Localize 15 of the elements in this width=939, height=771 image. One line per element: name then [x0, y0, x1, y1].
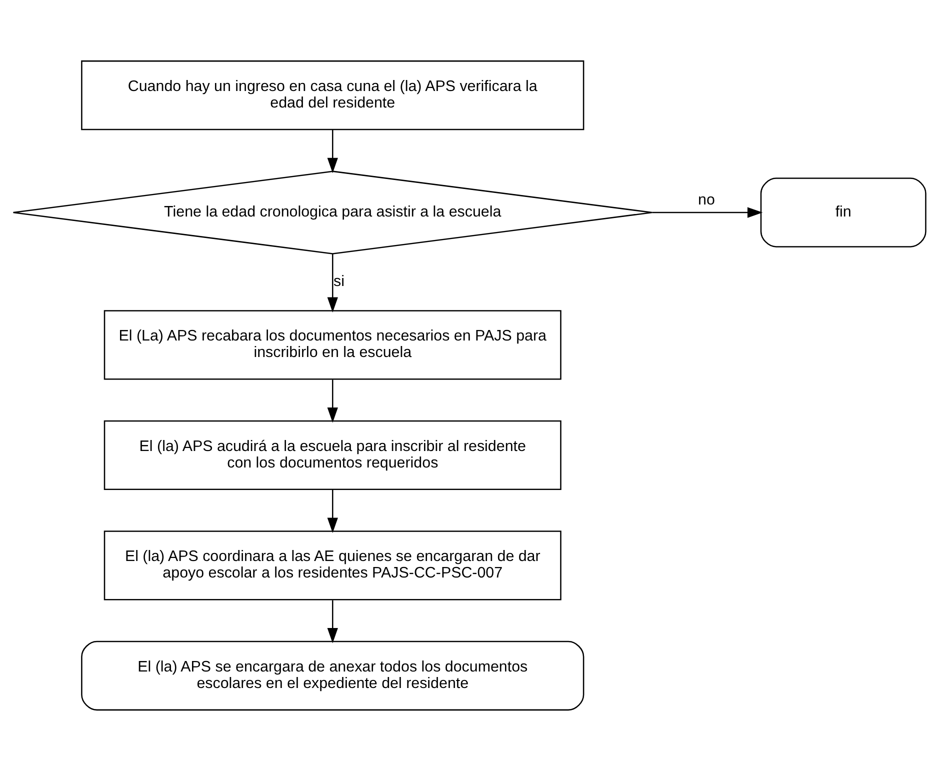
node-box: Cuando hay un ingreso en casa cuna el (la) APS verificara la edad del residente	[81, 60, 584, 130]
arrow	[652, 207, 763, 218]
arrow	[327, 490, 338, 533]
arrow	[327, 130, 338, 174]
node-diamond: Tiene la edad cronologica para asistir a la escuela	[12, 170, 653, 254]
node-box: fin	[760, 178, 926, 248]
edge-label: si	[333, 273, 344, 290]
arrow	[327, 380, 338, 423]
edge-label: no	[698, 191, 715, 208]
node-box: El (la) APS coordinara a las AE quienes se encargaran de dar apoyo escolar a los residentes PAJS-CC-PSC-007	[104, 530, 562, 600]
arrow	[327, 600, 338, 644]
node-box: El (La) APS recabara los documentos necesarios en PAJS para inscribirlo en la escuela	[104, 310, 562, 380]
arrow	[327, 254, 338, 312]
node-box: El (la) APS se encargara de anexar todos los documentos escolares en el expediente del residente	[81, 640, 584, 711]
node-box: El (la) APS acudirá a la escuela para inscribir al residente con los documentos requeridos	[104, 420, 562, 490]
